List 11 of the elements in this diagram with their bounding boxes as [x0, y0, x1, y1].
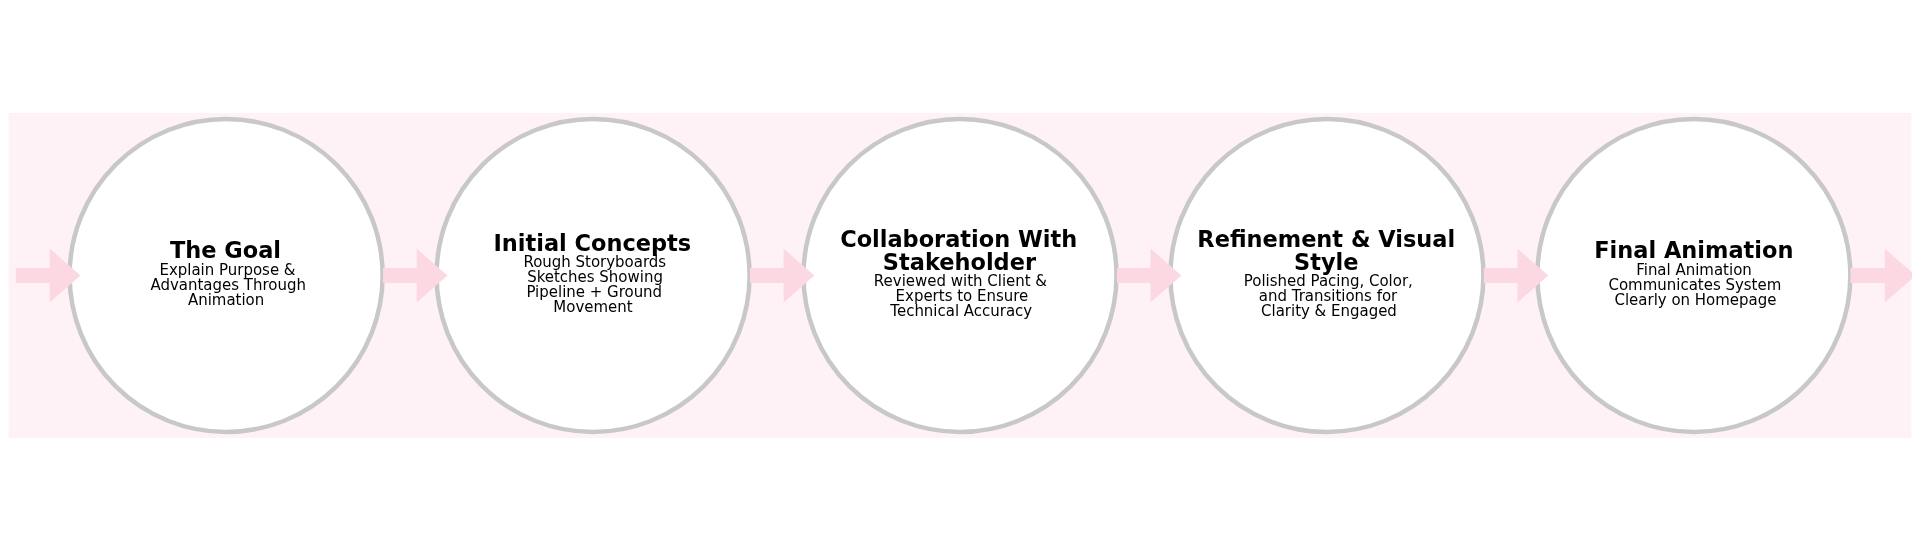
node-circle: The Goal Explain Purpose & Advantages Through Animation: [67, 116, 385, 434]
arrow: [1483, 248, 1549, 302]
node-circle: Initial Concepts Rough Storyboards Sketches Showing Pipeline + Ground Movement: [434, 116, 752, 434]
arrow: [1116, 248, 1182, 302]
node-circle: Collaboration With Stakeholder Reviewed with Client & Experts to Ensure Technical Accuracy: [801, 116, 1119, 434]
node-circle: Refinement & Visual Style Polished Pacing, Color, and Transitions for Clarity & Engaged: [1168, 116, 1486, 434]
arrow: [15, 248, 81, 302]
arrow: [1850, 248, 1912, 302]
arrow: [749, 248, 815, 302]
node-circle: Final Animation Final Animation Communicates System Clearly on Homepage: [1535, 116, 1853, 434]
arrow: [383, 248, 448, 302]
